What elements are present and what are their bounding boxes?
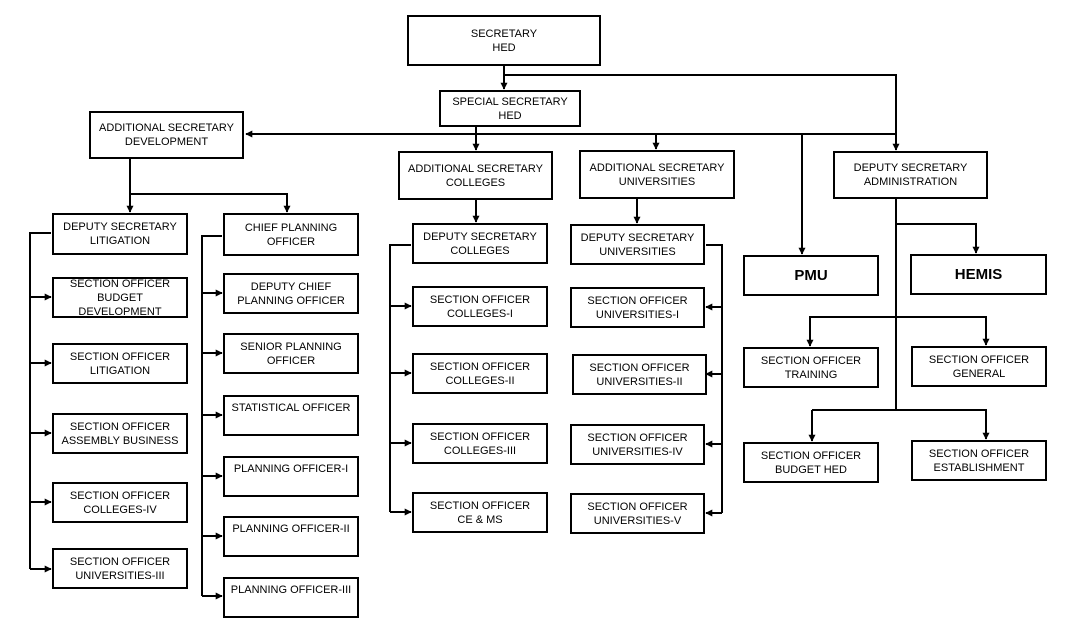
special-secretary-hed-box: SPECIAL SECRETARY HED (439, 90, 581, 127)
section-officer-colleges-iv-box: SECTION OFFICER COLLEGES-IV (52, 482, 188, 523)
section-officer-universities-i-box: SECTION OFFICER UNIVERSITIES-I (570, 287, 705, 328)
deputy-secretary-administration-box: DEPUTY SECRETARY ADMINISTRATION (833, 151, 988, 199)
section-officer-assembly-business-box: SECTION OFFICER ASSEMBLY BUSINESS (52, 413, 188, 454)
connector-arrow (896, 223, 980, 254)
hemis-box: HEMIS (910, 254, 1047, 295)
chief-planning-officer-box: CHIEF PLANNING OFFICER (223, 213, 359, 256)
section-officer-colleges-ii-box: SECTION OFFICER COLLEGES-II (412, 353, 548, 394)
connector-arrow (809, 316, 990, 346)
section-officer-colleges-i-box: SECTION OFFICER COLLEGES-I (412, 286, 548, 327)
pmu-box: PMU (743, 255, 879, 296)
statistical-officer-box: STATISTICAL OFFICER (223, 395, 359, 436)
section-officer-establishment-box: SECTION OFFICER ESTABLISHMENT (911, 440, 1047, 481)
senior-planning-officer-box: SENIOR PLANNING OFFICER (223, 333, 359, 374)
additional-secretary-development-box: ADDITIONAL SECRETARY DEVELOPMENT (89, 111, 244, 159)
section-officer-universities-iii-box: SECTION OFFICER UNIVERSITIES-III (52, 548, 188, 589)
connector-line (706, 244, 723, 513)
section-officer-universities-v-box: SECTION OFFICER UNIVERSITIES-V (570, 493, 705, 534)
section-officer-budget-development-box: SECTION OFFICER BUDGET DEVELOPMENT (52, 277, 188, 318)
secretary-hed-box: SECRETARY HED (407, 15, 601, 66)
section-officer-training-box: SECTION OFFICER TRAINING (743, 347, 879, 388)
connector-line (389, 244, 411, 512)
planning-officer-ii-box: PLANNING OFFICER-II (223, 516, 359, 557)
connector-arrow (504, 74, 900, 151)
section-officer-budget-hed-box: SECTION OFFICER BUDGET HED (743, 442, 879, 483)
section-officer-universities-iv-box: SECTION OFFICER UNIVERSITIES-IV (570, 424, 705, 465)
additional-secretary-colleges-box: ADDITIONAL SECRETARY COLLEGES (398, 151, 553, 200)
deputy-secretary-colleges-box: DEPUTY SECRETARY COLLEGES (412, 223, 548, 264)
section-officer-colleges-iii-box: SECTION OFFICER COLLEGES-III (412, 423, 548, 464)
deputy-secretary-universities-box: DEPUTY SECRETARY UNIVERSITIES (570, 224, 705, 265)
connector-arrow (130, 193, 291, 213)
additional-secretary-universities-box: ADDITIONAL SECRETARY UNIVERSITIES (579, 150, 735, 199)
connector-line (29, 232, 51, 569)
section-officer-general-box: SECTION OFFICER GENERAL (911, 346, 1047, 387)
connector-arrow (812, 409, 990, 440)
section-officer-universities-ii-box: SECTION OFFICER UNIVERSITIES-II (572, 354, 707, 395)
section-officer-litigation-box: SECTION OFFICER LITIGATION (52, 343, 188, 384)
planning-officer-iii-box: PLANNING OFFICER-III (223, 577, 359, 618)
section-officer-ce-ms-box: SECTION OFFICER CE & MS (412, 492, 548, 533)
deputy-secretary-litigation-box: DEPUTY SECRETARY LITIGATION (52, 213, 188, 255)
planning-officer-i-box: PLANNING OFFICER-I (223, 456, 359, 497)
deputy-chief-planning-officer-box: DEPUTY CHIEF PLANNING OFFICER (223, 273, 359, 314)
